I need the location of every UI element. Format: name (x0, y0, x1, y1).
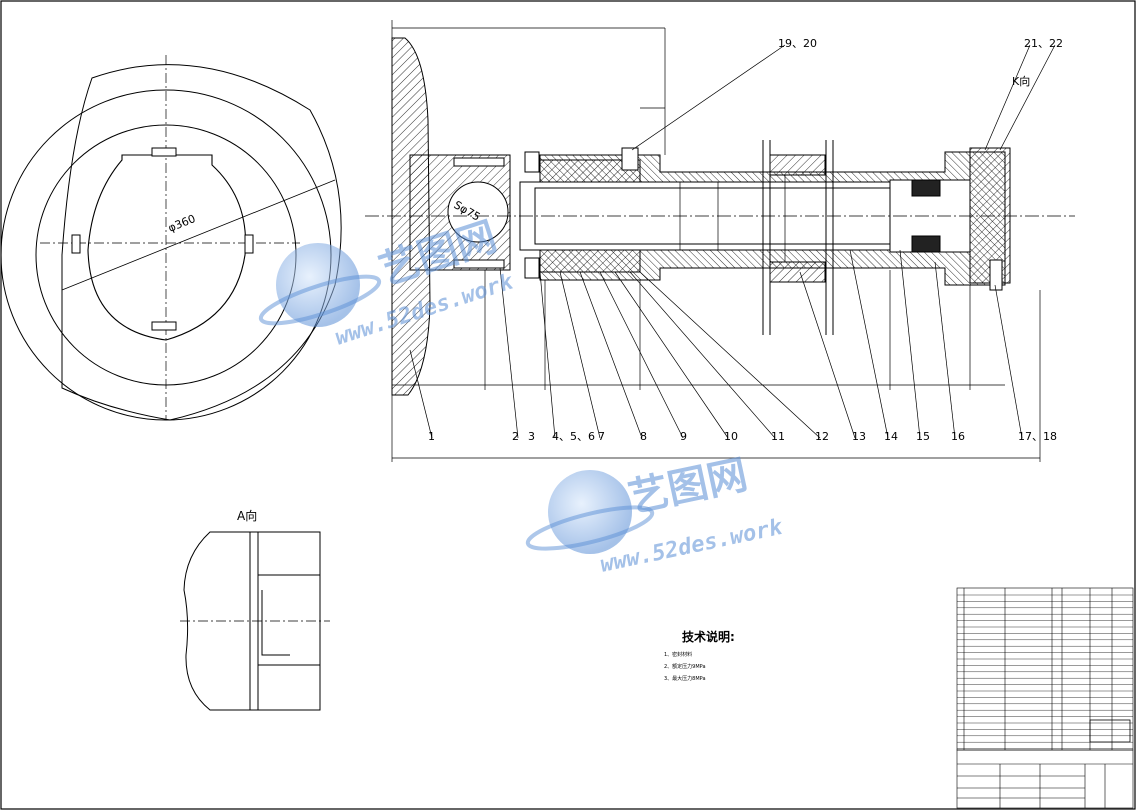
tech-requirements: 技术说明: 1、密封材料 2、额定压力9MPa 3、最大压力8MPa (664, 629, 735, 682)
part-callout: 12 (815, 430, 829, 443)
dimension-lines (391, 20, 1041, 462)
part-callout: 7 (598, 430, 605, 443)
part-callout: 9 (680, 430, 687, 443)
tech-req-item: 2、额定压力9MPa (664, 663, 706, 670)
leader-lines (409, 44, 1056, 439)
part-callout: 1 (428, 430, 435, 443)
a-view-detail (180, 531, 330, 711)
watermark-logo: 艺图网 www.52des.work (258, 214, 517, 351)
a-view-title: A向 (237, 508, 257, 523)
part-callout: 3 (528, 430, 535, 443)
part-callout: 4、5、6 (552, 430, 595, 443)
part-callout: 21、22 (1024, 37, 1063, 50)
part-callouts: 1 2 3 4、5、6 7 8 9 10 11 12 13 14 15 16 1… (428, 37, 1063, 443)
watermark-logo: 艺图网 www.52des.work (525, 452, 785, 578)
tech-req-title: 技术说明: (682, 629, 735, 644)
title-block (956, 719, 1134, 809)
part-callout: 15 (916, 430, 930, 443)
diameter-label: φ360 (166, 212, 197, 235)
tech-req-item: 3、最大压力8MPa (664, 675, 706, 682)
part-callout: 16 (951, 430, 965, 443)
part-callout: 8 (640, 430, 647, 443)
part-callout: 17、18 (1018, 430, 1057, 443)
part-callout: 13 (852, 430, 866, 443)
tech-req-item: 1、密封材料 (664, 651, 692, 658)
parts-list (956, 587, 1134, 751)
part-callout: 19、20 (778, 37, 817, 50)
left-section-view (0, 55, 342, 421)
watermark-brand: 艺图网 (625, 452, 752, 522)
parts-list-rows (957, 594, 1133, 749)
main-assembly-view (365, 37, 1075, 396)
part-callout: 14 (884, 430, 898, 443)
part-callout: 11 (771, 430, 785, 443)
part-callout: 2 (512, 430, 519, 443)
part-callout: 10 (724, 430, 738, 443)
k-view-label: K向 (1012, 74, 1030, 88)
